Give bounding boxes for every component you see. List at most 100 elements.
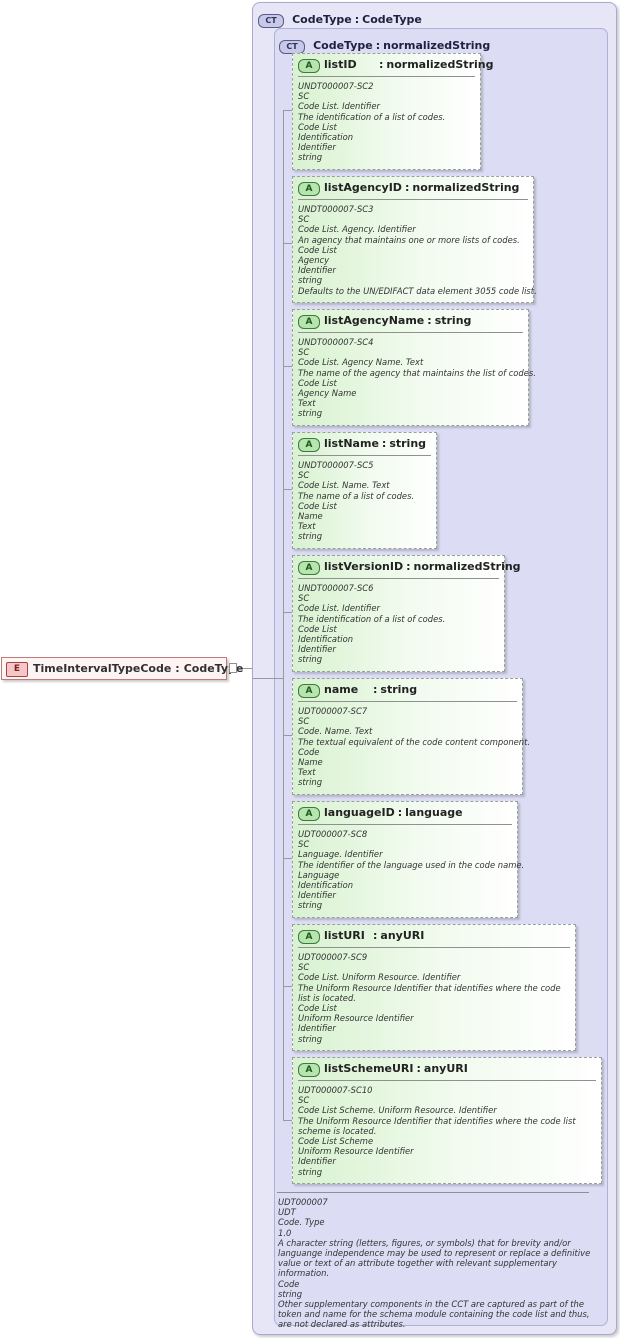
doc-line: SC xyxy=(298,962,310,973)
attr-branch-line xyxy=(284,735,292,736)
attribute-type: language xyxy=(405,806,463,819)
element-colon: : xyxy=(175,662,180,675)
doc-line: Defaults to the UN/EDIFACT data element … xyxy=(298,285,537,296)
attribute-colon: : xyxy=(373,683,378,696)
attribute-colon: : xyxy=(373,929,378,942)
doc-line: Identifier xyxy=(298,644,336,655)
attribute-name: listName xyxy=(324,437,379,450)
attribute-type: anyURI xyxy=(423,1062,468,1075)
sequence-connector-icon[interactable] xyxy=(229,663,237,673)
doc-line: A character string (letters, figures, or… xyxy=(278,1237,591,1279)
doc-line: Identifier xyxy=(298,1023,336,1034)
attribute-icon: A xyxy=(298,930,320,944)
doc-line: string xyxy=(278,1288,303,1299)
divider xyxy=(298,455,431,456)
attribute-type: string xyxy=(389,437,427,450)
attribute-list-agency-id[interactable]: A listAgencyID:normalizedString UNDT0000… xyxy=(292,176,537,303)
doc-line: Identifier xyxy=(298,1156,336,1167)
doc-line: string xyxy=(298,1166,323,1177)
outer-ct-header: CT CodeType:CodeType xyxy=(258,8,422,28)
doc-line: Identification xyxy=(298,132,354,143)
attr-branch-line xyxy=(284,612,292,613)
inner-ct-name: CodeType xyxy=(313,39,373,52)
complex-type-documentation: UDT000007 UDT Code. Type 1.0 A character… xyxy=(278,1197,592,1330)
doc-line: SC xyxy=(298,470,310,481)
attribute-name: listAgencyID xyxy=(324,181,402,194)
attribute-icon: A xyxy=(298,315,320,329)
doc-line: Identifier xyxy=(298,142,336,153)
attribute-name: listVersionID xyxy=(324,560,404,573)
attribute-colon: : xyxy=(379,58,384,71)
doc-line: Code List xyxy=(298,623,337,634)
attribute-list-scheme-uri[interactable]: A listSchemeURI:anyURI UDT000007-SC10 SC… xyxy=(292,1057,602,1184)
doc-line: Other supplementary components in the CC… xyxy=(278,1299,590,1330)
attr-branch-line xyxy=(284,858,292,859)
attribute-name: listURI xyxy=(324,929,365,942)
attribute-documentation: UNDT000007-SC4 SC Code List. Agency Name… xyxy=(298,337,536,419)
doc-line: Code List Scheme xyxy=(298,1136,374,1147)
doc-line: Identifier xyxy=(298,265,336,276)
doc-line: Code List xyxy=(298,121,337,132)
divider xyxy=(298,701,517,702)
element-icon: E xyxy=(6,662,28,677)
complex-type-icon: CT xyxy=(258,14,284,28)
doc-line: UNDT000007-SC4 xyxy=(298,337,374,347)
attribute-list-id[interactable]: A listID:normalizedString UNDT000007-SC2… xyxy=(292,53,493,170)
attribute-name: listAgencyName xyxy=(324,314,425,327)
outer-ct-name: CodeType xyxy=(292,13,352,26)
attribute-name-attr[interactable]: A name:string UDT000007-SC7 SC Code. Nam… xyxy=(292,678,530,795)
doc-line: An agency that maintains one or more lis… xyxy=(298,234,520,245)
element-time-interval-type-code[interactable]: E TimeIntervalTypeCode:CodeType xyxy=(1,657,243,680)
doc-line: Uniform Resource Identifier xyxy=(298,1146,414,1157)
doc-line: 1.0 xyxy=(278,1227,292,1238)
attribute-documentation: UDT000007-SC9 SC Code List. Uniform Reso… xyxy=(298,952,572,1044)
doc-line: Agency Name xyxy=(298,388,357,399)
attribute-icon: A xyxy=(298,438,320,452)
doc-line: string xyxy=(298,275,323,286)
doc-line: Identifier xyxy=(298,890,336,901)
element-type: CodeType xyxy=(183,662,244,675)
doc-line: UDT000007-SC8 xyxy=(298,829,368,839)
attr-branch-line xyxy=(284,243,292,244)
doc-line: UNDT000007-SC2 xyxy=(298,81,374,91)
attribute-colon: : xyxy=(427,314,432,327)
element-connector-line xyxy=(237,668,253,669)
doc-line: Code. Type xyxy=(278,1217,325,1228)
doc-line: Code xyxy=(278,1278,300,1289)
doc-line: UDT000007-SC7 xyxy=(298,706,368,716)
attribute-list-uri[interactable]: A listURI:anyURI UDT000007-SC9 SC Code L… xyxy=(292,924,576,1051)
doc-line: UNDT000007-SC3 xyxy=(298,204,374,214)
attribute-documentation: UNDT000007-SC5 SC Code List. Name. Text … xyxy=(298,460,433,542)
attribute-icon: A xyxy=(298,684,320,698)
doc-line: Code List. Agency Name. Text xyxy=(298,357,424,368)
divider xyxy=(298,578,499,579)
doc-line: SC xyxy=(298,839,310,850)
doc-line: The Uniform Resource Identifier that ide… xyxy=(298,1115,576,1136)
outer-ct-colon: : xyxy=(354,13,360,26)
doc-line: Code List xyxy=(298,244,337,255)
attribute-colon: : xyxy=(404,181,410,194)
doc-line: string xyxy=(298,654,323,665)
divider xyxy=(298,824,512,825)
doc-line: SC xyxy=(298,593,310,604)
doc-line: string xyxy=(298,408,323,419)
attribute-icon: A xyxy=(298,807,320,821)
attribute-list-version-id[interactable]: A listVersionID:normalizedString UNDT000… xyxy=(292,555,521,672)
attribute-colon: : xyxy=(397,806,403,819)
doc-line: Code List xyxy=(298,500,337,511)
doc-line: string xyxy=(298,777,323,788)
attribute-name: listID xyxy=(324,58,357,71)
divider xyxy=(298,332,523,333)
outer-ct-type: CodeType xyxy=(362,13,422,26)
attribute-language-id[interactable]: A languageID:language UDT000007-SC8 SC L… xyxy=(292,801,524,918)
doc-line: Code xyxy=(298,746,320,757)
attribute-type: normalizedString xyxy=(413,560,521,573)
attribute-list-agency-name[interactable]: A listAgencyName: string UNDT000007-SC4 S… xyxy=(292,309,536,426)
attribute-documentation: UDT000007-SC8 SC Language. Identifier Th… xyxy=(298,829,524,911)
attribute-list-name[interactable]: A listName:string UNDT000007-SC5 SC Code… xyxy=(292,432,437,549)
attr-branch-line xyxy=(284,986,292,987)
attribute-documentation: UNDT000007-SC6 SC Code List. Identifier … xyxy=(298,583,501,665)
doc-line: Code List. Identifier xyxy=(298,101,380,112)
complex-type-icon: CT xyxy=(279,40,305,54)
inner-ct-header: CT CodeType:normalizedString xyxy=(279,34,490,54)
